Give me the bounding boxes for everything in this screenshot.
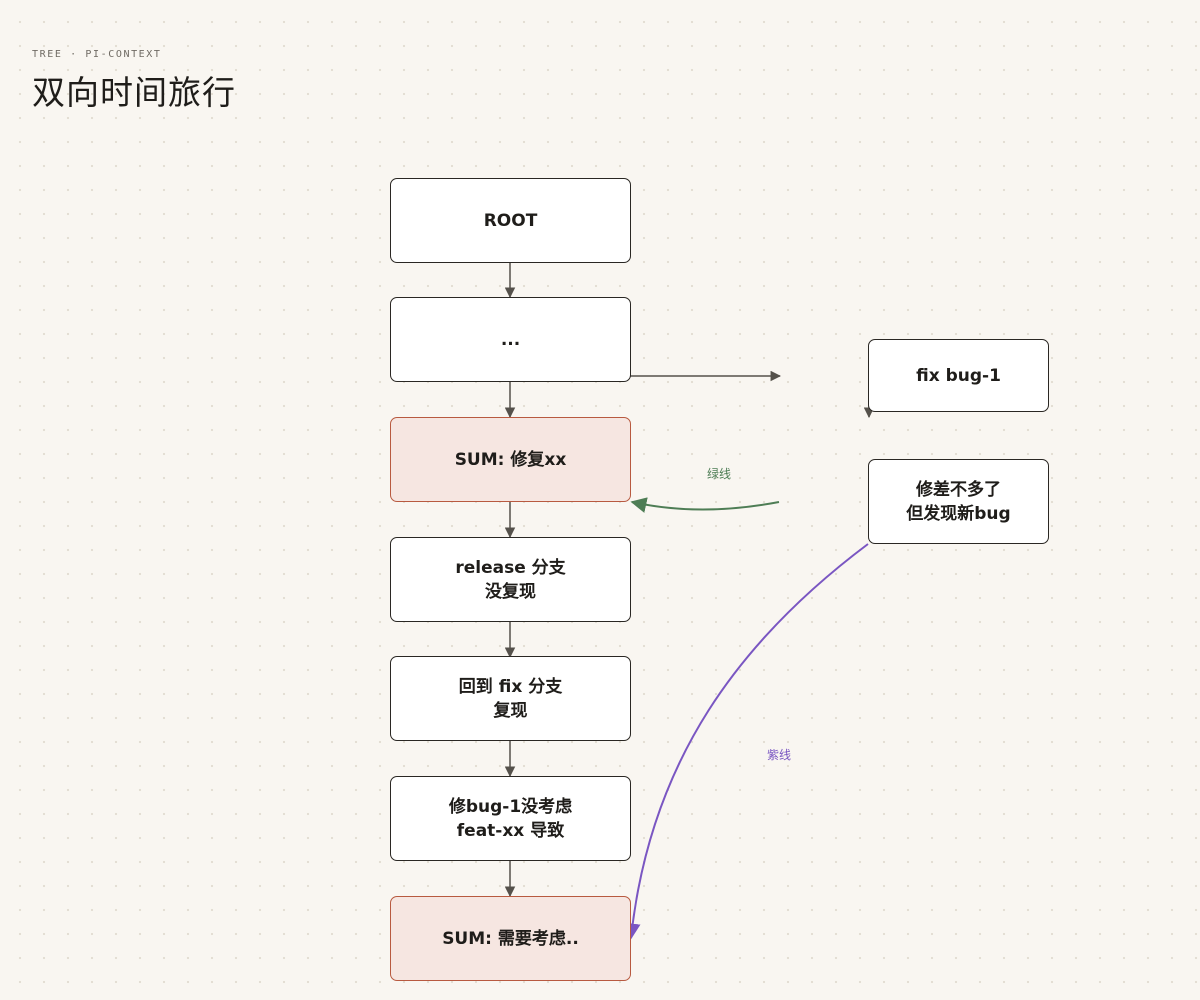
- node-fix-bug-1-label: fix bug-1: [916, 365, 1001, 386]
- node-root-label: ROOT: [483, 210, 538, 231]
- node-sum-need-label: SUM: 需要考虑..: [442, 928, 579, 949]
- diagram-title: 双向时间旅行: [32, 73, 236, 112]
- node-almost-fixed-label: 修差不多了 但发现新bug: [906, 479, 1011, 524]
- node-sum-fix-xx-label: SUM: 修复xx: [454, 449, 567, 470]
- purple-line-edge: [624, 543, 869, 940]
- purple-line-label: 紫线: [767, 748, 792, 762]
- node-fix-bug-cause: 修bug-1没考虑 feat-xx 导致: [390, 776, 631, 861]
- node-ellipsis-label: ...: [500, 329, 521, 350]
- node-fix-bug-1: fix bug-1: [868, 339, 1049, 412]
- node-sum-fix-xx: SUM: 修复xx: [390, 417, 631, 502]
- node-sum-need: SUM: 需要考虑..: [390, 896, 631, 981]
- green-line-edge: [630, 497, 780, 513]
- node-almost-fixed: 修差不多了 但发现新bug: [868, 459, 1049, 544]
- node-fix-bug-cause-label: 修bug-1没考虑 feat-xx 导致: [448, 796, 573, 841]
- diagram-eyebrow: TREE · PI-CONTEXT: [32, 49, 162, 60]
- node-root: ROOT: [390, 178, 631, 263]
- node-ellipsis: ...: [390, 297, 631, 382]
- node-release-branch-label: release 分支 没复现: [455, 557, 566, 602]
- green-line-label: 绿线: [707, 467, 732, 481]
- node-back-to-fix-label: 回到 fix 分支 复现: [458, 676, 563, 721]
- node-back-to-fix: 回到 fix 分支 复现: [390, 656, 631, 741]
- node-release-branch: release 分支 没复现: [390, 537, 631, 622]
